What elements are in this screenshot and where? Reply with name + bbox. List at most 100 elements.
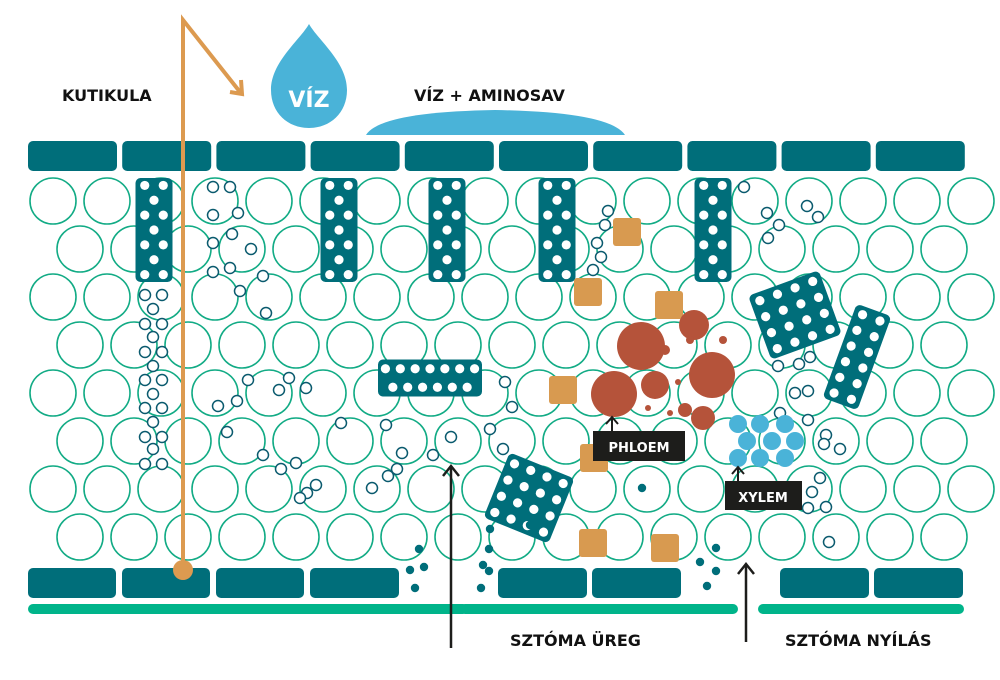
vesicle [803,350,817,364]
vesicle [138,430,152,444]
cell [839,465,887,513]
plate-pore [699,269,709,280]
plate-pore [543,240,553,250]
cell [137,465,185,513]
plate-pore [802,315,812,325]
plate-pore [433,240,443,250]
plate-pore [149,225,159,235]
upper-epidermis-cell [310,141,400,171]
cuticle-label: KUTIKULA [62,86,152,105]
vesicle [259,306,273,320]
plate-pore [451,240,461,250]
phloem-label: PHLOEM [608,441,669,456]
upper-epidermis-cell [499,141,588,171]
plate-pore [325,210,335,220]
vesicle [206,265,220,279]
vesicle [801,384,815,398]
cell [488,225,536,273]
penetration-path-arrow [173,14,245,580]
plate-pore [529,504,539,514]
vesicle [146,302,160,316]
cell [488,321,536,369]
plate-pore [717,240,727,250]
plate-pore [717,210,727,220]
vesicle [590,236,604,250]
stoma-dot [637,483,647,493]
cell [947,465,995,513]
chloroplast-plate [378,359,482,397]
cell [29,177,77,225]
cell [380,225,428,273]
vesicle [390,462,404,476]
cell [83,177,131,225]
plate-pore [506,514,516,524]
vesicle [299,381,313,395]
plate-pore [442,225,452,235]
phloem-cell [645,405,651,411]
plate-pore [772,343,782,354]
lower-epidermis [28,568,963,598]
phloem-cell [617,322,665,370]
upper-epidermis-cell [781,141,871,171]
cell [326,321,374,369]
cell [434,417,482,465]
chloroplast-plates [135,178,891,543]
phloem-cluster [591,310,735,430]
upper-epidermis-cell [593,141,683,171]
cell [893,177,941,225]
vesicle [138,317,152,331]
vesicle [426,448,440,462]
cell [812,417,860,465]
chloroplast-plate [694,178,732,282]
phloem-cell [591,371,637,417]
vesicle [146,387,160,401]
plate-pore [852,379,862,389]
vesicle [444,430,458,444]
vesicle [211,399,225,413]
plate-pore [440,364,450,374]
cell [191,177,239,225]
amino-acid-square [613,218,641,246]
vesicle [155,457,169,471]
lower-epidermis-cell [28,568,116,598]
vesicle [496,442,510,456]
plate-pore [790,337,800,347]
vesicle [206,208,220,222]
vesicle [282,371,296,385]
plate-pore [447,382,457,392]
plate-pore [509,459,520,469]
upper-epidermis [28,141,965,171]
vesicle [594,250,608,264]
vesicle [772,218,786,232]
vesicle [760,206,774,220]
cell [542,417,590,465]
vesicle [155,430,169,444]
stoma-dot [702,581,712,591]
plate-pore [158,240,168,250]
lower-epidermis-cell [122,568,210,598]
vesicle [138,457,152,471]
vesicle [737,180,751,194]
lower-epidermis-cell [592,568,681,598]
vesicle [206,236,220,250]
membrane-segment [28,604,468,614]
vesicle [483,422,497,436]
plate-pore [388,382,398,392]
vesicle [256,448,270,462]
vesicle [274,462,288,476]
vesicle [138,345,152,359]
cell [353,465,401,513]
vesicle [146,359,160,373]
xylem-cluster [729,415,804,467]
plate-pore [526,465,536,475]
vesicle [788,386,802,400]
plate-pore [869,332,879,342]
plate-pore [807,331,818,341]
plate-pore [380,364,391,374]
plate-pore [708,195,718,205]
chloroplast-plate [749,271,841,359]
plate-pore [334,255,344,265]
cell [461,177,509,225]
cell [110,321,158,369]
